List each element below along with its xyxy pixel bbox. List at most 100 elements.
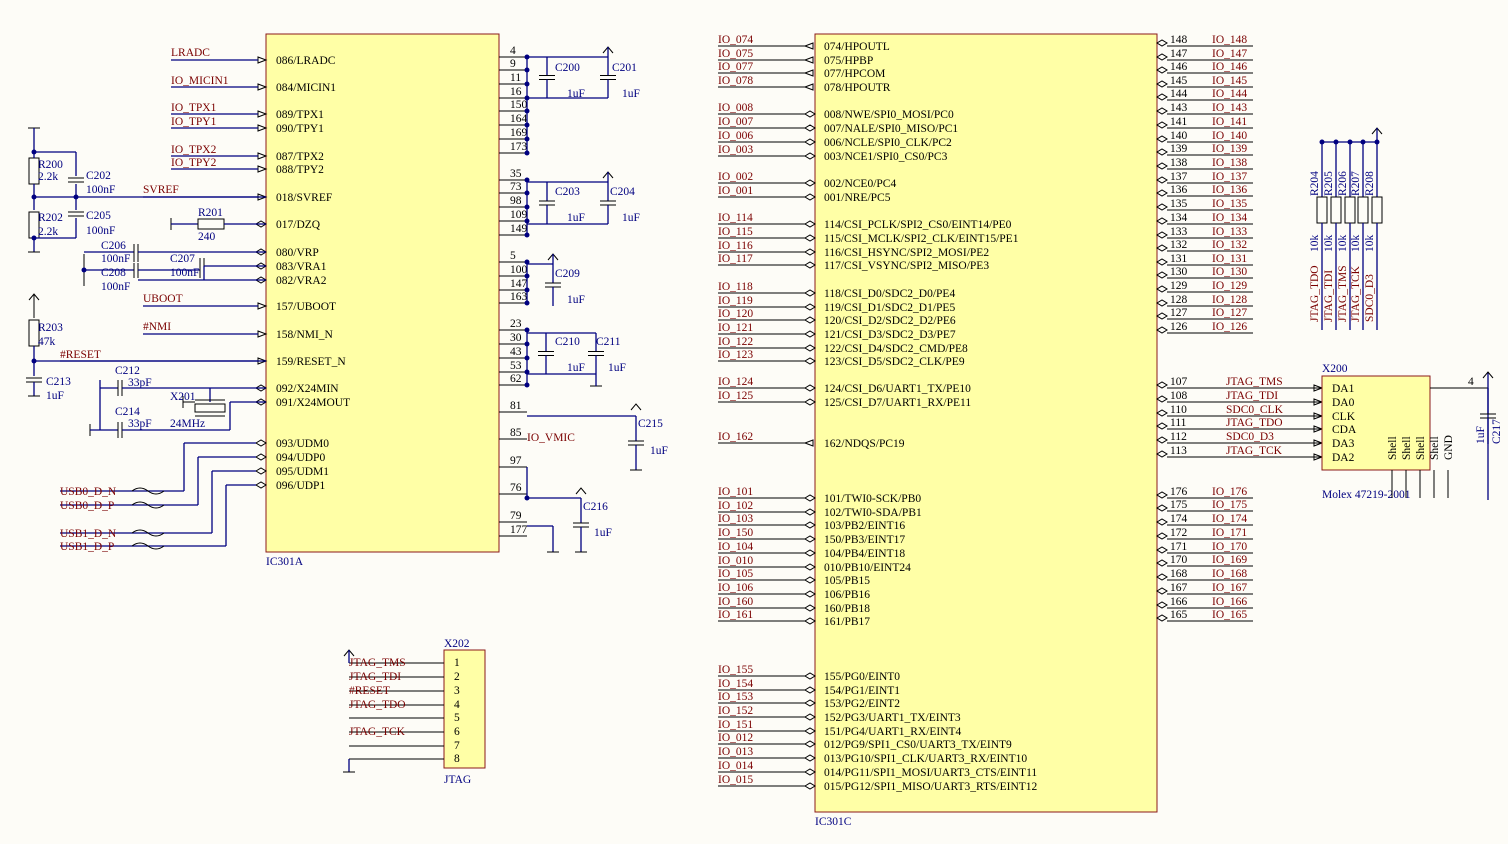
ic301c-net-label: JTAG_TDO (1226, 417, 1283, 429)
ic301c-net-label: IO_151 (718, 719, 753, 731)
ic301c-pin-number: 107 (1170, 376, 1188, 388)
c201-ref: C201 (612, 62, 637, 74)
diff-pair-marker (131, 487, 165, 495)
ic301c-pin-number: 134 (1170, 212, 1188, 224)
ic301c-pin-label: 001/NRE/PC5 (824, 192, 891, 204)
ic301c-pin-label: 105/PB15 (824, 575, 870, 587)
c204-value: 1uF (622, 212, 640, 224)
ic301c-pin-label: 010/PB10/EINT24 (824, 562, 911, 574)
junction-dot (524, 232, 530, 238)
ic301c-net-label: IO_130 (1212, 266, 1247, 278)
junction-dot (524, 108, 530, 114)
ic301c-pin-label: 074/HPOUTL (824, 41, 890, 53)
c209-ref: C209 (555, 268, 580, 280)
ic301a-pin-number: 100 (510, 264, 528, 276)
pullup-ref: R205 (1323, 171, 1335, 196)
x200-part: Molex 47219-2001 (1322, 489, 1411, 501)
ic301c-pin-label: 121/CSI_D3/SDC2_D3/PE7 (824, 329, 956, 341)
ic301c-pin-label: 125/CSI_D7/UART1_RX/PE11 (824, 397, 971, 409)
x200-shell-label: Shell (1387, 436, 1399, 460)
ic301c-pin-label: 116/CSI_HSYNC/SPI2_MOSI/PE2 (824, 247, 989, 259)
x200-pin-arrow (1313, 439, 1324, 447)
ic301c-net-label: IO_122 (718, 336, 753, 348)
usb-net-label: USB0_D_N (60, 486, 117, 498)
ic301a-pin-number: 98 (510, 195, 522, 207)
ic301c-net-label: JTAG_TDI (1226, 390, 1278, 402)
ic301c-net-label: IO_141 (1212, 116, 1247, 128)
pullup-value: 10k (1350, 235, 1362, 253)
ic301c-pin-bidir (1156, 39, 1168, 47)
jtag-pullups: R20410kJTAG_TDOR20510kJTAG_TDIR20610kJTA… (1309, 127, 1383, 330)
ic301a-pin-label: 018/SVREF (276, 192, 332, 204)
ic301a-pin-label: 092/X24MIN (276, 383, 339, 395)
c205-ref: C205 (86, 210, 111, 222)
ic301c-net-label: SDC0_CLK (1226, 404, 1284, 416)
ic301c-net-label: IO_117 (718, 253, 753, 265)
ic301c-pin-bidir (804, 316, 816, 324)
power-arrow (1482, 371, 1494, 379)
ic301c-pin-number: 144 (1170, 88, 1188, 100)
ic301a-pin-arrow (257, 302, 268, 310)
ic301c-pin-arrow (803, 42, 814, 50)
x200-pin-label: DA2 (1332, 452, 1355, 464)
ic301c-pin-number: 110 (1170, 404, 1187, 416)
junction-dot (524, 67, 530, 73)
x202-pin-number: 5 (454, 712, 460, 724)
x200-pin-arrow (1313, 384, 1324, 392)
ic301c-pin-number: 170 (1170, 554, 1188, 566)
ic301c-pin-number: 165 (1170, 609, 1188, 621)
ic301c-net-label: IO_139 (1212, 143, 1247, 155)
pullup-net: SDC0_D3 (1364, 274, 1376, 322)
ic301c-pin-bidir (1156, 189, 1168, 197)
ic301a-pin-label: 088/TPY2 (276, 164, 324, 176)
ic301c-net-label: IO_102 (718, 500, 753, 512)
ic301a-pin-label: 086/LRADC (276, 55, 336, 67)
ic301c-net-label: IO_007 (718, 116, 753, 128)
ic301c-pin-bidir (804, 179, 816, 187)
ic301c-pin-bidir (804, 152, 816, 160)
ic301c-pin-label: 161/PB17 (824, 616, 870, 628)
ic301a-pin-label: 090/TPY1 (276, 123, 324, 135)
ic301c-net-label: IO_124 (718, 376, 753, 388)
ic301c-net-label: IO_103 (718, 513, 753, 525)
ic301c-pin-bidir (804, 248, 816, 256)
ic301c-pin-bidir (1156, 450, 1168, 458)
ic301c-net-label: IO_155 (718, 664, 753, 676)
ic301a-pin-number: 169 (510, 127, 528, 139)
ic301c-pin-label: 119/CSI_D1/SDC2_D1/PE5 (824, 302, 955, 314)
x200-shell-label: GND (1443, 435, 1455, 460)
ic301c-pin-bidir (1156, 121, 1168, 129)
ic301a-pin-bidir (255, 439, 267, 447)
ic301c-pin-bidir (1156, 381, 1168, 389)
ic301c-net-label: IO_077 (718, 61, 753, 73)
ic301c-net-label: SDC0_D3 (1226, 431, 1274, 443)
c206-ref: C206 (101, 240, 126, 252)
ic301c-net-label: IO_138 (1212, 157, 1247, 169)
r202-ref: R202 (38, 212, 63, 224)
x202-net-label: JTAG_TDI (349, 671, 401, 683)
ic301c-net-label: IO_160 (718, 596, 753, 608)
c205-value: 100nF (86, 225, 115, 237)
ic301c-net-label: IO_126 (1212, 321, 1247, 333)
ic301a-pin-label: 096/UDP1 (276, 480, 325, 492)
ic301c-pin-number: 126 (1170, 321, 1188, 333)
ic301c-pin-bidir (1156, 422, 1168, 430)
c212-ref: C212 (115, 365, 140, 377)
ic301c-pin-bidir (1156, 326, 1168, 334)
ic301c-pin-label: 007/NALE/SPI0_MISO/PC1 (824, 123, 958, 135)
ic301c-body (814, 33, 1158, 813)
io-vmic-net: IO_VMIC (527, 432, 575, 444)
x202-name: JTAG (444, 774, 471, 786)
ic301c-net-label: IO_074 (718, 34, 753, 46)
ic301a-pin-number: 97 (510, 455, 522, 467)
ic301c-net-label: IO_006 (718, 130, 753, 142)
pullup-net: JTAG_TDI (1323, 270, 1335, 322)
ic301c-pin-number: 171 (1170, 541, 1188, 553)
c209-value: 1uF (567, 294, 585, 306)
ic301c-pin-bidir (804, 289, 816, 297)
ic301c-pin-label: 014/PG11/SPI1_MOSI/UART3_CTS/EINT11 (824, 767, 1037, 779)
c214-value: 33pF (128, 418, 152, 430)
ic301a-pin-number: 147 (510, 278, 528, 290)
ic301a-pin-label: 083/VRA1 (276, 261, 327, 273)
c203-ref: C203 (555, 186, 580, 198)
